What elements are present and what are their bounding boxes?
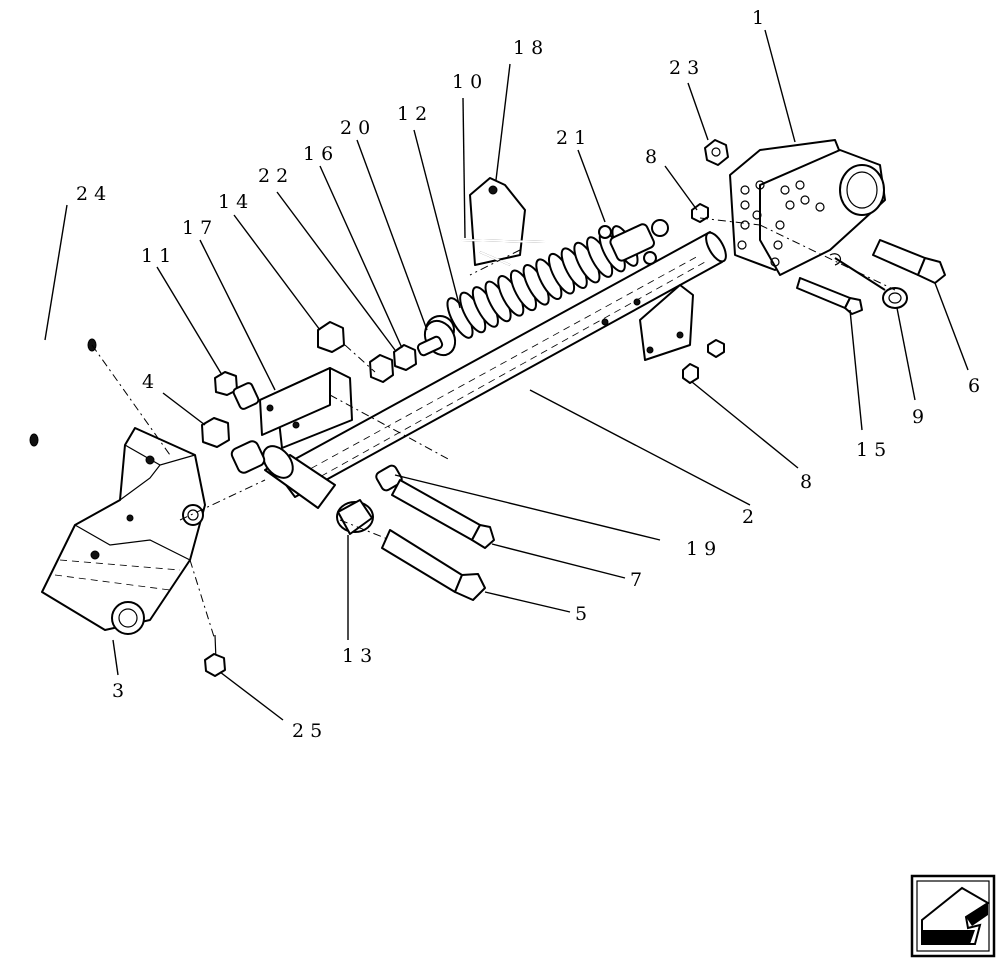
part-24-handle bbox=[6, 336, 97, 447]
part-4-nut bbox=[201, 417, 230, 448]
callout-1: 1 bbox=[752, 7, 770, 29]
callout-11: 11 bbox=[141, 245, 177, 267]
callout-14: 14 bbox=[218, 191, 254, 213]
part-20-washer bbox=[416, 319, 457, 357]
part-19-bushing bbox=[375, 464, 403, 492]
assembly-centerlines bbox=[91, 217, 896, 641]
part-1-pivot-bracket bbox=[729, 139, 886, 276]
part-15-bolt bbox=[796, 277, 863, 315]
part-23-nut bbox=[704, 139, 729, 166]
callout-22: 22 bbox=[258, 165, 294, 187]
part-14-nut bbox=[317, 321, 345, 353]
part-16-washer bbox=[393, 344, 417, 371]
leader-lines bbox=[44, 29, 969, 721]
callout-23: 23 bbox=[669, 57, 705, 79]
part-7-pin bbox=[391, 479, 495, 549]
callout-3: 3 bbox=[112, 680, 130, 702]
callout-12: 12 bbox=[397, 103, 433, 125]
part-21-fitting bbox=[598, 219, 669, 265]
callout-6: 6 bbox=[968, 375, 986, 397]
part-8-nut-c bbox=[682, 363, 699, 384]
callout-7: 7 bbox=[630, 569, 648, 591]
callout-17: 17 bbox=[182, 217, 218, 239]
part-6-bolt bbox=[872, 239, 946, 284]
part-8-nut-b bbox=[707, 339, 725, 358]
tube-collar bbox=[262, 445, 336, 509]
callout-15: 15 bbox=[856, 439, 892, 461]
callout-20: 20 bbox=[340, 117, 376, 139]
part-3-bracket bbox=[41, 427, 206, 635]
callout-25: 25 bbox=[292, 720, 328, 742]
back-arrow-icon[interactable] bbox=[910, 874, 996, 958]
callout-24: 24 bbox=[76, 183, 112, 205]
bushing-a bbox=[232, 382, 260, 410]
part-18-bracket bbox=[461, 177, 546, 266]
part-13-sleeve bbox=[336, 499, 374, 535]
callout-9: 9 bbox=[912, 406, 930, 428]
callout-labels: 1 2 3 4 5 6 7 8 8 9 10 11 12 13 14 15 16… bbox=[76, 7, 986, 742]
part-2-main-tube bbox=[274, 231, 727, 498]
callout-8b: 8 bbox=[800, 471, 818, 493]
part-12-spring bbox=[425, 225, 641, 345]
part-9-pin bbox=[829, 253, 908, 309]
callout-18: 18 bbox=[513, 37, 549, 59]
part-11-17-plates bbox=[259, 367, 353, 449]
part-25-nut bbox=[204, 634, 226, 677]
callout-13: 13 bbox=[342, 645, 378, 667]
callout-10: 10 bbox=[452, 71, 488, 93]
callout-16: 16 bbox=[303, 143, 339, 165]
bushing-b bbox=[230, 440, 266, 474]
callout-2: 2 bbox=[742, 506, 760, 528]
tube-mount-bracket bbox=[639, 284, 694, 361]
callout-19: 19 bbox=[686, 538, 722, 560]
callout-8a: 8 bbox=[645, 146, 663, 168]
part-5-bolt bbox=[381, 529, 486, 601]
part-22-nut bbox=[369, 354, 394, 383]
callout-21: 21 bbox=[556, 127, 592, 149]
callout-4: 4 bbox=[142, 371, 160, 393]
callout-5: 5 bbox=[575, 603, 593, 625]
